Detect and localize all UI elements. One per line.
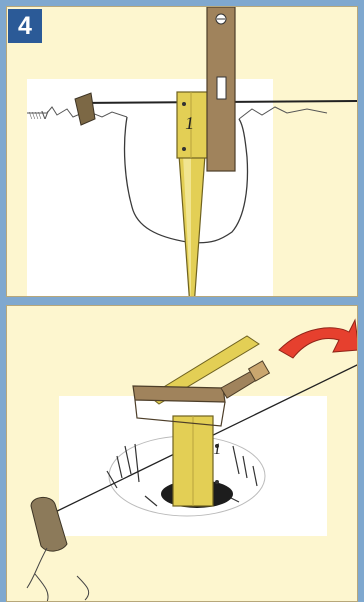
sleeve-hole-bottom [182,147,186,151]
rotate-arrow-icon [279,320,358,358]
grass-scribble-left: \\\\Ⅴ [29,110,49,122]
anchor-sleeve [177,92,211,158]
sleeve-hole-top [182,102,186,106]
clamp-band [133,386,225,402]
spirit-level-vial [217,77,226,99]
illustration-panel-bottom: 1 [6,305,358,602]
step-number-badge: 4 [8,9,42,43]
anchor-driving-tool-illustration [7,306,358,602]
post-anchor-in-hole-illustration: \\\\Ⅴ [7,7,358,297]
string-coil [27,548,89,602]
illustration-panel-top: \\\\Ⅴ 1 [6,6,358,297]
